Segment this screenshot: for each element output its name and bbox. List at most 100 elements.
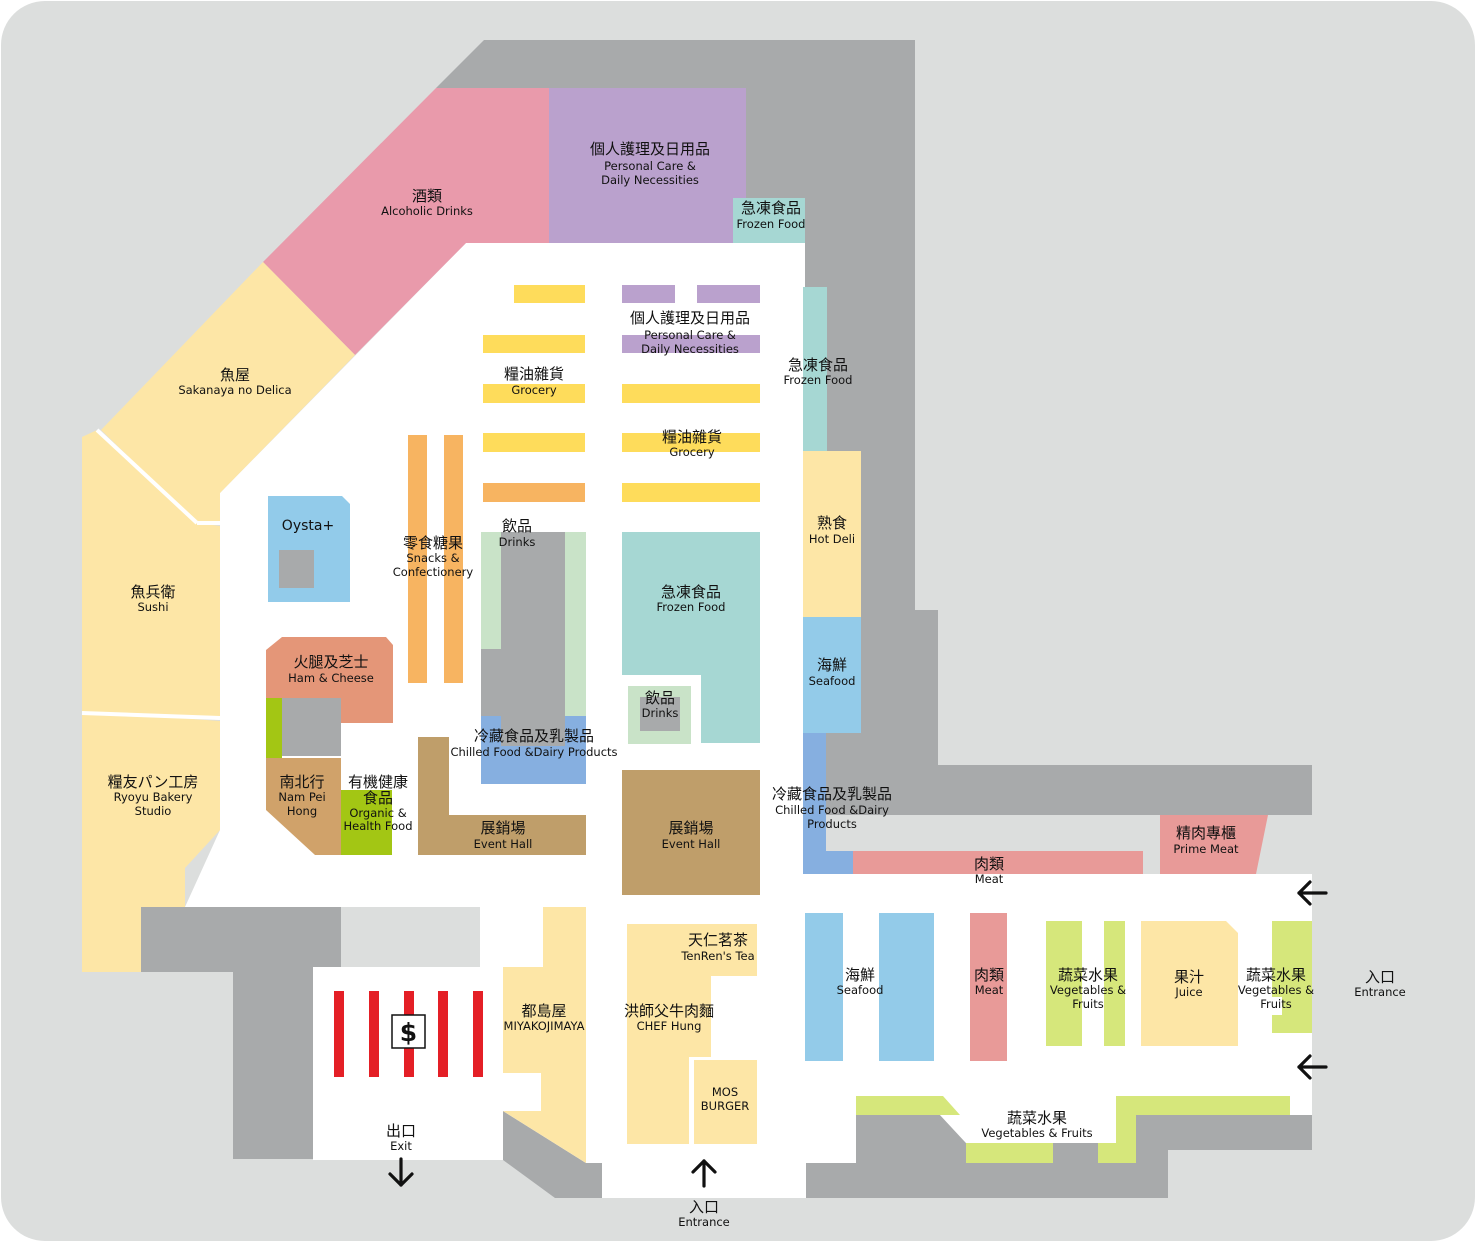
event-hall-label-en: Event Hall xyxy=(662,837,721,851)
event-hall-label-zh: 展銷場 xyxy=(480,819,525,837)
tenren-label-en: TenRen's Tea xyxy=(680,949,754,963)
meat-shelf xyxy=(970,913,1007,1061)
chilled-food-right-label-zh: 冷藏食品及乳製品 xyxy=(772,785,892,803)
snacks-shelves xyxy=(408,435,463,683)
seafood-right-label-zh: 海鮮 xyxy=(817,656,847,674)
chilled-food-zone-right xyxy=(803,733,853,874)
mos-burger-zone xyxy=(694,1060,757,1144)
bakery-label-en: Ryoyu Bakery xyxy=(114,790,193,804)
frozen-food-zone-top xyxy=(733,198,805,243)
vegetables-right-label-zh: 蔬菜水果 xyxy=(1246,966,1306,984)
nam-pei-hong-zone xyxy=(266,758,341,855)
meat-label-en: Meat xyxy=(975,872,1004,886)
frozen-food-center-label-en: Frozen Food xyxy=(657,600,726,614)
ham-cheese-side xyxy=(266,698,282,758)
seafood-shelf xyxy=(879,913,934,1061)
grocery-label-zh: 糧油雜貨 xyxy=(504,365,564,383)
cashier-symbol: $ xyxy=(400,1018,417,1047)
personal-care-mid-label-zh: 個人護理及日用品 xyxy=(630,309,750,327)
seafood-label-zh: 海鮮 xyxy=(845,966,875,984)
prime-meat-label-en: Prime Meat xyxy=(1173,842,1239,856)
prime-meat-label-zh: 精肉專櫃 xyxy=(1176,824,1236,842)
event-hall-zone-left xyxy=(418,737,586,855)
ham-cheese-label-en: Ham & Cheese xyxy=(288,671,374,685)
ham-cheese-core xyxy=(282,698,341,756)
event-hall-zone-center xyxy=(622,770,760,895)
snacks-label-zh: 零食糖果 xyxy=(403,534,463,552)
personal-care-top-label-en: Personal Care & xyxy=(604,159,696,173)
grocery-label-en: Grocery xyxy=(669,445,715,459)
hot-deli-zone xyxy=(803,451,861,617)
mos-burger-label-en: MOS xyxy=(712,1085,738,1099)
bakery-label-en: Studio xyxy=(135,804,172,818)
vegetables-bottom-label-en: Vegetables & Fruits xyxy=(981,1126,1092,1140)
zone-divider xyxy=(95,428,199,525)
vegetables-label-en: Fruits xyxy=(1072,997,1104,1011)
cashier-icon xyxy=(391,1014,426,1049)
drinks-label-zh: 飲品 xyxy=(502,517,532,535)
sakanaya-zone xyxy=(101,262,355,523)
personal-care-mid-label-en: Daily Necessities xyxy=(641,342,739,356)
chilled-food-right-label-en: Chilled Food &Dairy xyxy=(775,803,889,817)
bakery-label-zh: 糧友パン工房 xyxy=(108,773,199,791)
meat-counter-strip xyxy=(853,851,1143,874)
exit-arrow-icon xyxy=(388,1157,414,1187)
organic-label-en: Organic & xyxy=(349,806,406,820)
entrance-bottom-label-zh: 入口 xyxy=(689,1198,719,1216)
oysta-label: Oysta+ xyxy=(282,518,334,534)
personal-care-zone-top xyxy=(549,88,746,243)
hot-deli-label-zh: 熟食 xyxy=(817,514,847,532)
vegetables-shelf xyxy=(1046,921,1082,1046)
chef-hung-zone xyxy=(627,924,711,1144)
personal-care-top-label-zh: 個人護理及日用品 xyxy=(590,140,710,158)
chilled-food-right-label-en: Products xyxy=(807,817,857,831)
drinks-kiosk-label-en: Drinks xyxy=(642,706,679,720)
vegetables-right-label-en: Vegetables & xyxy=(1238,983,1314,997)
event-hall-label-zh: 展銷場 xyxy=(668,819,713,837)
chilled-food-label-zh: 冷藏食品及乳製品 xyxy=(474,727,594,745)
alcoholic-drinks-zone xyxy=(263,88,549,355)
sushi-label-zh: 魚兵衛 xyxy=(130,583,175,601)
snacks-label-en: Snacks & xyxy=(406,551,459,565)
frozen-food-right-label-zh: 急凍食品 xyxy=(788,356,848,374)
tenren-zone xyxy=(677,924,757,976)
entrance-arrow-left-icon xyxy=(1297,880,1328,906)
event-hall-label-en: Event Hall xyxy=(474,837,533,851)
juice-label-en: Juice xyxy=(1174,985,1202,999)
frozen-food-top-label-en: Frozen Food xyxy=(737,217,806,231)
tenren-label-zh: 天仁茗茶 xyxy=(688,931,748,949)
seafood-zone-right xyxy=(803,617,861,733)
exit-label-en: Exit xyxy=(390,1139,412,1153)
vegetables-label-en: Vegetables & xyxy=(1050,983,1126,997)
alcoholic-drinks-label-zh: 酒類 xyxy=(412,187,442,205)
entrance-arrow-left-icon xyxy=(1297,1054,1328,1080)
drinks-shelves xyxy=(481,532,586,716)
organic-label-en: Health Food xyxy=(344,819,413,833)
prime-meat-zone xyxy=(1160,815,1268,874)
vegetables-label-zh: 蔬菜水果 xyxy=(1058,966,1118,984)
ham-cheese-zone xyxy=(266,637,393,723)
aisle-block xyxy=(501,532,565,716)
sushi-zone xyxy=(82,430,220,716)
juice-bar xyxy=(1141,921,1238,1046)
alcoholic-drinks-label-en: Alcoholic Drinks xyxy=(381,204,473,218)
ham-cheese-label-zh: 火腿及芝士 xyxy=(293,653,368,671)
seafood-right-label-en: Seafood xyxy=(809,674,856,688)
vegetables-shelf-right xyxy=(1272,921,1312,1033)
personal-care-shelves xyxy=(622,285,760,353)
frozen-food-center-label-zh: 急凍食品 xyxy=(661,583,721,601)
organic-zone xyxy=(341,790,392,855)
nam-pei-hong-label-en: Hong xyxy=(287,804,317,818)
personal-care-top-label-en: Daily Necessities xyxy=(601,173,699,187)
grocery-shelves xyxy=(483,285,760,502)
chilled-food-label-en: Chilled Food &Dairy Products xyxy=(450,745,617,759)
sakanaya-label-zh: 魚屋 xyxy=(220,366,250,384)
meat-shelf-label-zh: 肉類 xyxy=(974,966,1004,984)
aisle-block xyxy=(481,649,501,716)
personal-care-mid-label-en: Personal Care & xyxy=(644,328,736,342)
vegetables-counter-bottom xyxy=(856,1096,960,1115)
vegetables-counter-bottom xyxy=(966,1143,1053,1163)
entrance-bottom-label-en: Entrance xyxy=(678,1215,730,1229)
sushi-label-en: Sushi xyxy=(137,600,168,614)
